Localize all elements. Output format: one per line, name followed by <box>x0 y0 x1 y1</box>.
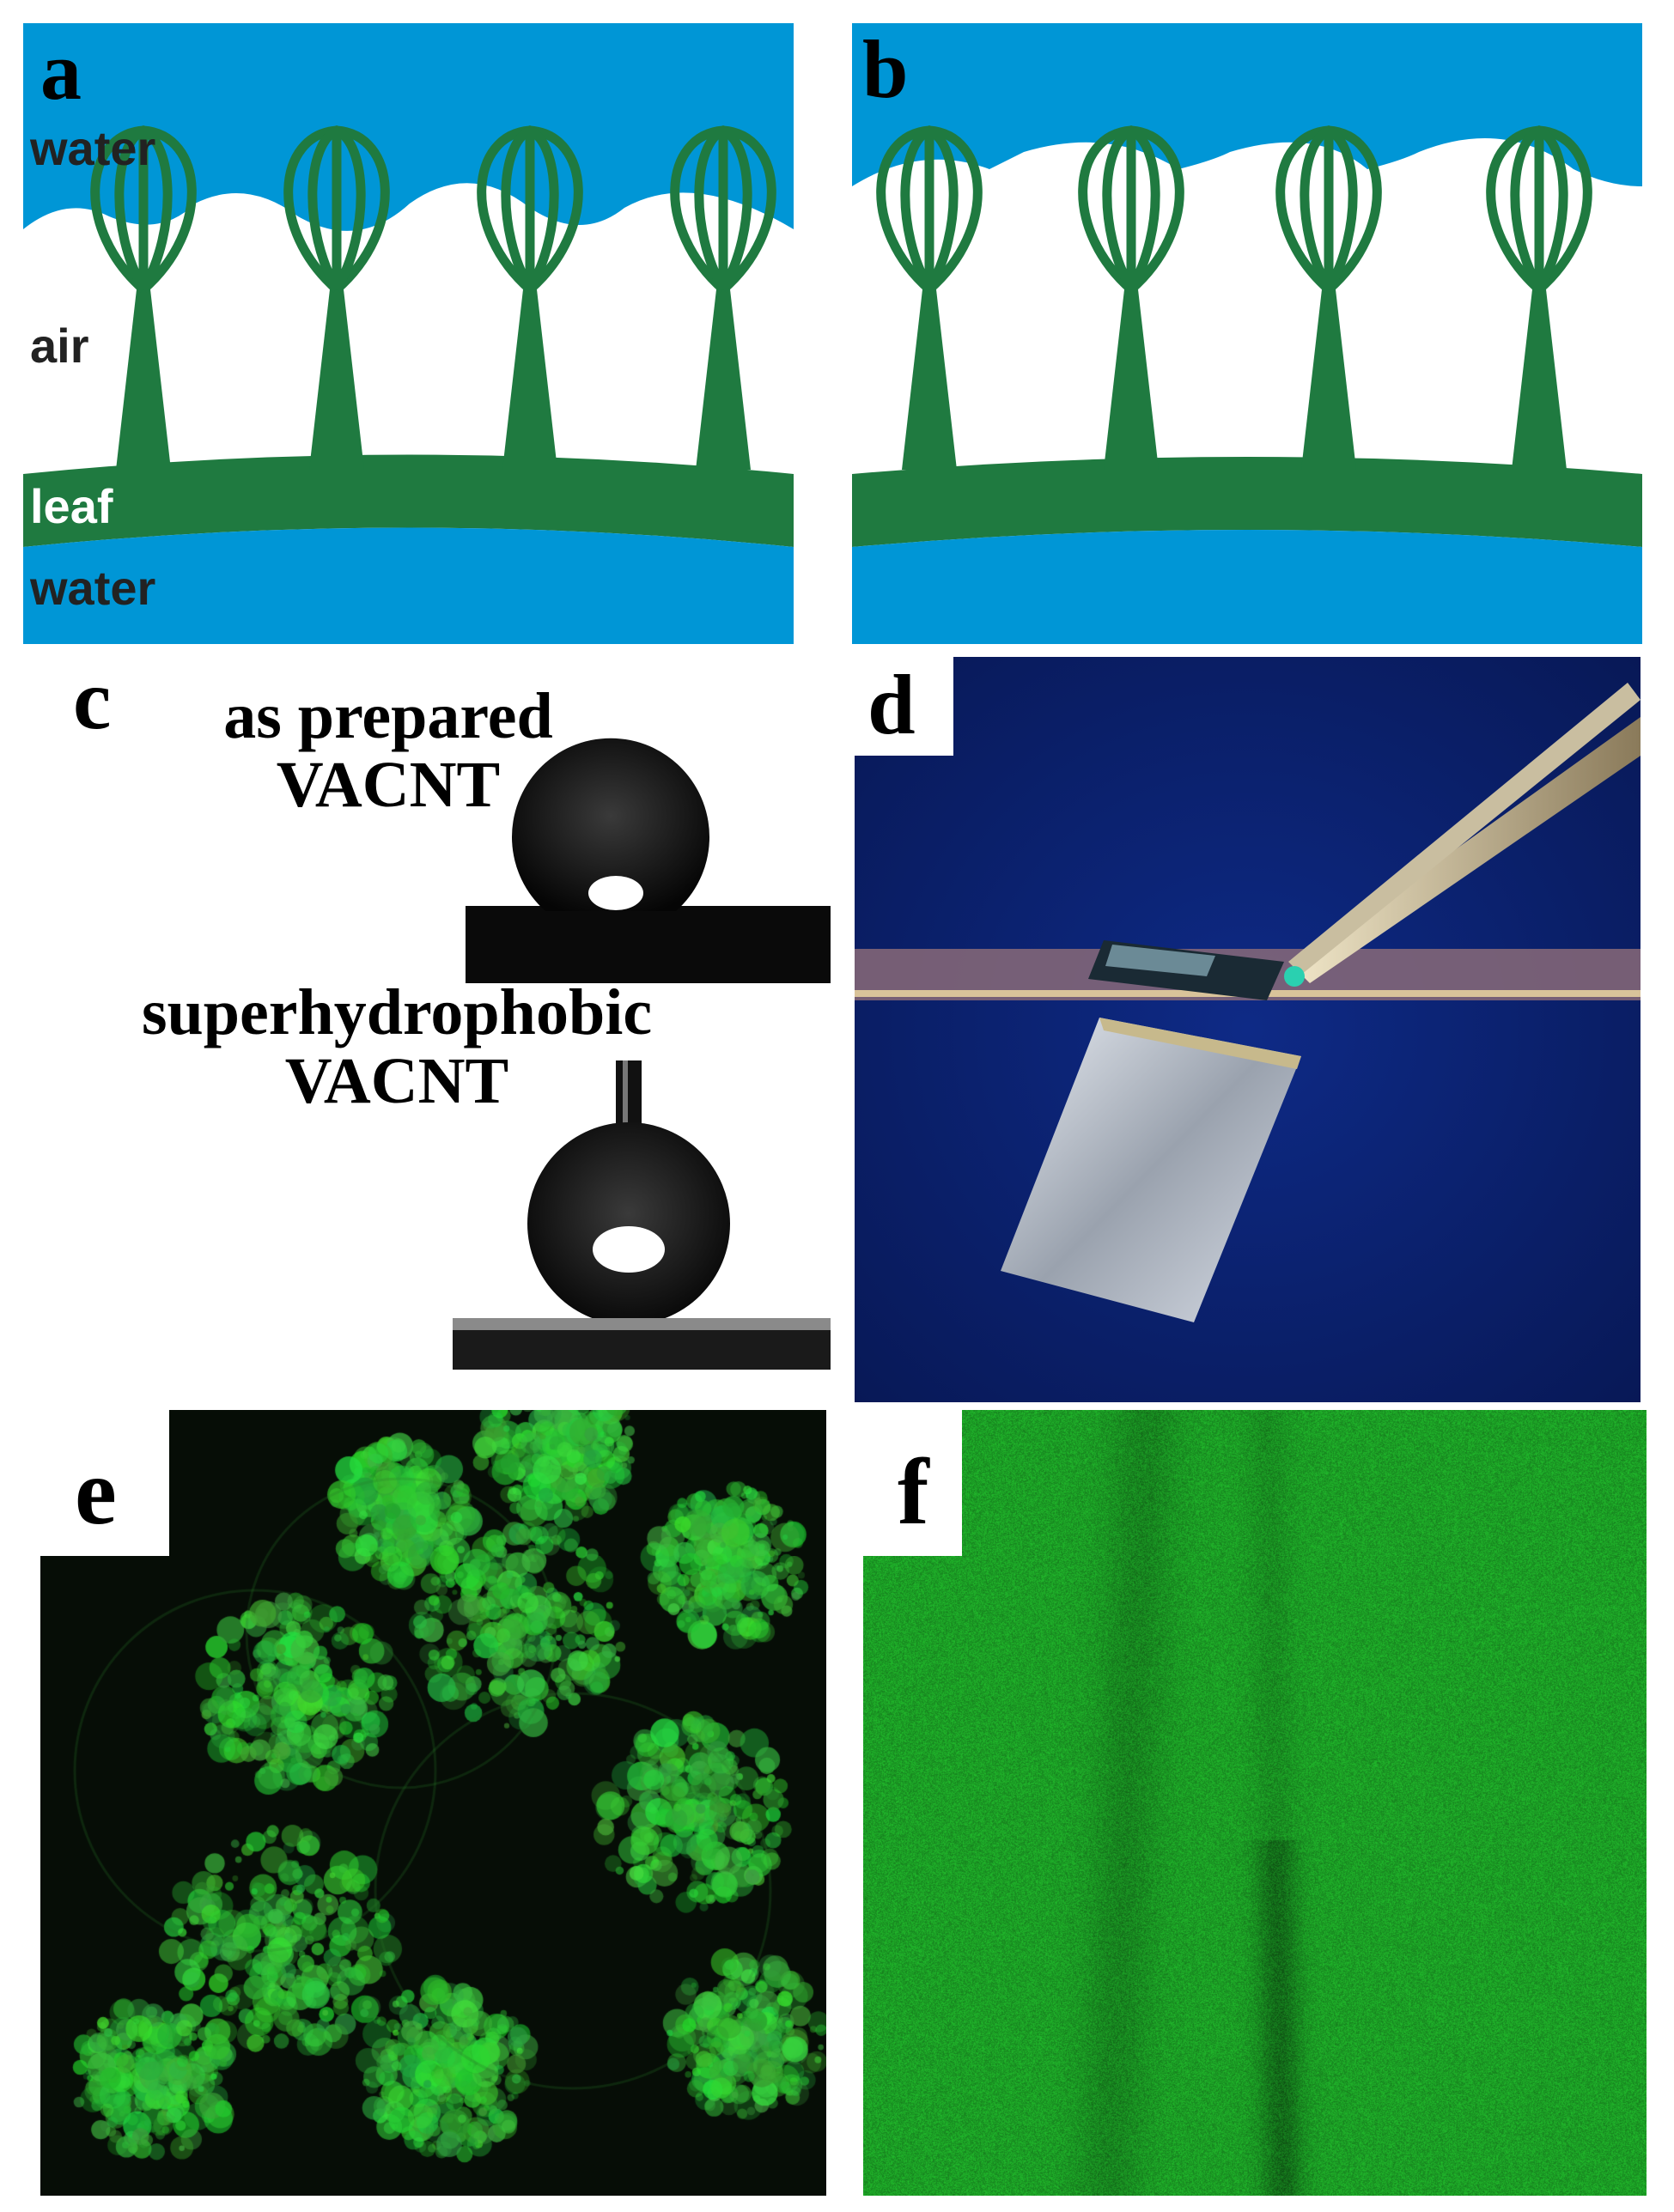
eggbeater-head <box>283 125 390 294</box>
panel-a: a water air leaf water <box>23 23 794 644</box>
panel-f-label: f <box>898 1439 929 1544</box>
panel-e: e <box>40 1410 826 2196</box>
eggbeater-head <box>1486 125 1592 294</box>
panel-d: d <box>855 657 1641 1402</box>
region-water-bottom: water <box>30 561 156 615</box>
hair-stalk <box>116 289 171 470</box>
region-water-top: water <box>30 121 156 175</box>
panel-f: f <box>863 1410 1647 2196</box>
hair-stalk <box>696 289 751 470</box>
hair-stalk <box>1301 289 1356 470</box>
caption-superhydrophobic-line1: superhydrophobic <box>141 976 653 1048</box>
panel-e-fluorescence-image <box>40 1410 826 2196</box>
panel-e-label: e <box>75 1439 117 1544</box>
panel-b: b <box>852 23 1642 644</box>
hair-stalk <box>902 289 957 470</box>
caption-as-prepared-line1: as prepared <box>223 680 553 752</box>
region-leaf: leaf <box>30 479 113 533</box>
eggbeater-head <box>1078 125 1184 294</box>
panel-d-label-box <box>855 657 953 756</box>
caption-as-prepared-line2: VACNT <box>276 748 501 821</box>
panel-b-label: b <box>862 23 909 115</box>
panel-c: c as prepared VACNT superhydrophobic VAC… <box>23 657 831 1370</box>
eggbeater-head <box>1275 125 1382 294</box>
region-air: air <box>30 319 89 373</box>
panel-f-fluorescence-image <box>863 1410 1647 2196</box>
eggbeater-head <box>90 125 197 294</box>
panel-e-label-box <box>40 1410 169 1556</box>
panel-f-label-box <box>863 1410 962 1556</box>
eggbeater-head <box>876 125 983 294</box>
panel-a-label: a <box>40 25 82 117</box>
panel-d-label: d <box>867 657 916 752</box>
panel-b-schematic <box>852 23 1642 644</box>
caption-superhydrophobic: superhydrophobic VACNT <box>100 976 693 1117</box>
panel-c-label: c <box>73 657 112 747</box>
hair-stalk <box>309 289 364 470</box>
caption-as-prepared: as prepared VACNT <box>173 680 603 821</box>
panel-a-schematic <box>23 23 794 644</box>
hair-stalk <box>1512 289 1567 470</box>
caption-superhydrophobic-line2: VACNT <box>284 1044 509 1117</box>
hair-stalk <box>1104 289 1159 470</box>
eggbeater-head <box>477 125 583 294</box>
hair-stalk <box>502 289 557 470</box>
panel-d-photo <box>855 657 1641 1402</box>
eggbeater-head <box>670 125 776 294</box>
